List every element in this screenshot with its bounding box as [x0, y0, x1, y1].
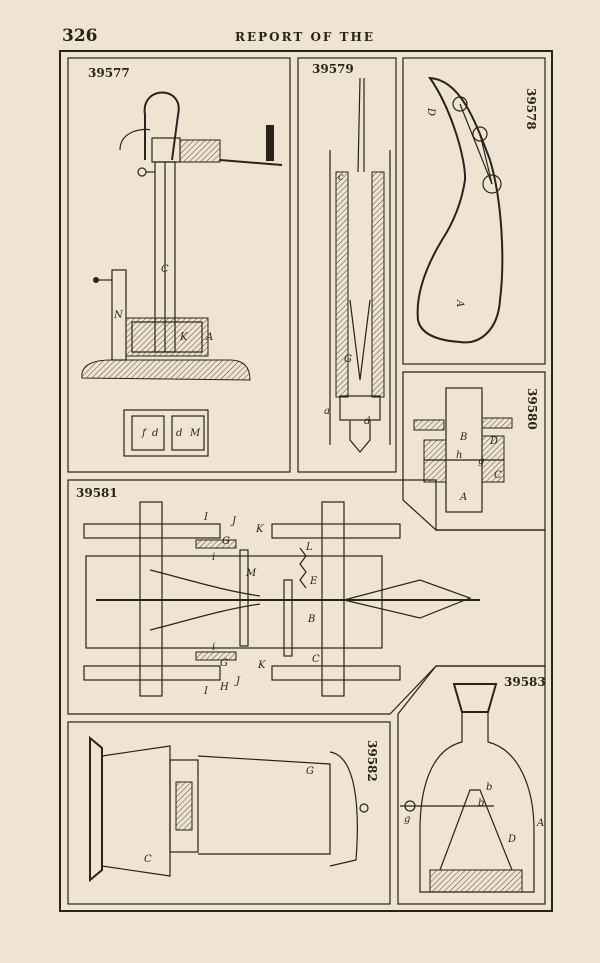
label-39577-K: K	[179, 332, 188, 343]
label-39580-g: g	[478, 456, 484, 467]
label-39577-d1: d	[152, 428, 158, 439]
figure-39577: 39577 C N K A f d d M	[81, 66, 283, 457]
label-39581-i-top: i	[212, 552, 215, 563]
label-39577-d2: d	[176, 428, 182, 439]
label-39583-A: A	[536, 818, 544, 829]
label-39581-i-bottom: i	[212, 642, 215, 653]
label-39577-M: M	[189, 428, 201, 439]
label-39583-b2: b	[486, 782, 492, 793]
figure-number-39578: 39578	[524, 88, 538, 130]
label-39580-h: h	[456, 450, 462, 461]
label-39581-I-top: I	[203, 512, 209, 523]
label-39581-E: E	[309, 576, 318, 587]
label-39583-g: g	[404, 814, 410, 825]
figure-39583: 39583 b b D A g	[400, 675, 546, 893]
running-head: REPORT OF THE	[234, 30, 376, 44]
label-39581-H: H	[219, 682, 229, 693]
figure-39578: 39578 D A	[416, 76, 538, 344]
label-39581-B: B	[307, 614, 315, 625]
label-39582-C: C	[144, 854, 152, 865]
label-39577-N: N	[113, 310, 124, 321]
label-39581-J-bottom: J	[234, 676, 241, 687]
figure-number-39580: 39580	[525, 388, 539, 430]
label-39582-G: G	[306, 766, 314, 777]
label-39581-G-top: G	[222, 536, 230, 547]
figure-39581: 39581 I J K G i L M E B i G K C I H J	[76, 486, 480, 697]
panel-borders	[67, 57, 546, 905]
label-39579-c: c	[338, 172, 344, 183]
label-39581-L: L	[305, 542, 313, 553]
label-39580-B: B	[459, 432, 467, 443]
label-39580-C: C	[494, 470, 502, 481]
label-39581-G-bottom: G	[220, 658, 228, 669]
label-39578-A: A	[454, 299, 465, 307]
label-39581-K-bottom: K	[257, 660, 266, 671]
label-39577-A: A	[205, 332, 213, 343]
label-39578-D: D	[425, 107, 436, 116]
label-39581-C: C	[312, 654, 320, 665]
label-39579-a: a	[324, 406, 330, 417]
label-39583-D: D	[507, 834, 516, 845]
figure-number-39582: 39582	[365, 740, 379, 782]
label-39583-b1: b	[478, 798, 484, 809]
label-39577-C: C	[161, 264, 169, 275]
illustration-plate	[59, 50, 553, 912]
figure-39580: 39580 B A g h D C	[413, 387, 539, 513]
label-39579-G: G	[344, 354, 352, 365]
page-number: 326	[62, 26, 98, 46]
figure-number-39583: 39583	[504, 675, 546, 689]
figure-number-39579: 39579	[312, 62, 354, 76]
label-39581-K-top: K	[255, 524, 264, 535]
figure-39582: 39582 G C	[89, 735, 379, 883]
label-39580-A: A	[459, 492, 467, 503]
label-39579-d: d	[364, 416, 370, 427]
figure-number-39577: 39577	[88, 66, 130, 80]
figure-number-39581: 39581	[76, 486, 118, 500]
label-39581-I-bottom: I	[203, 686, 209, 697]
label-39580-D: D	[489, 436, 498, 447]
label-39577-f: f	[141, 428, 148, 439]
label-39581-M: M	[245, 568, 257, 579]
figure-39579: 39579 c G a d	[312, 62, 391, 453]
label-39581-J-top: J	[230, 516, 237, 527]
